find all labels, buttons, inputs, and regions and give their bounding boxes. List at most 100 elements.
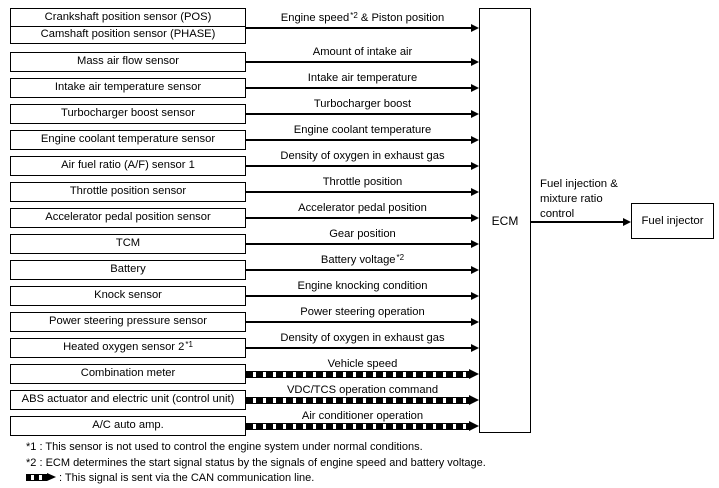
signal-text: VDC/TCS operation command	[286, 384, 439, 396]
signal-text: Battery voltage	[320, 254, 396, 266]
arrow-shaft	[531, 221, 624, 223]
source-box-label: A/C auto amp.	[11, 417, 245, 435]
signal-text: Vehicle speed	[327, 358, 398, 370]
output-signal-line-3: control	[540, 208, 575, 220]
source-box-label: Crankshaft position sensor (POS)	[11, 9, 245, 26]
source-box-text: TCM	[115, 237, 141, 250]
signal-label: Engine coolant temperature	[246, 123, 479, 137]
source-box: Accelerator pedal position sensor	[10, 208, 246, 228]
arrowhead-icon	[471, 110, 479, 118]
arrowhead-icon	[469, 421, 479, 431]
source-box-text: Intake air temperature sensor	[54, 81, 202, 94]
arrow-shaft	[246, 243, 472, 245]
source-box-label: Air fuel ratio (A/F) sensor 1	[11, 157, 245, 175]
source-box-label: Knock sensor	[11, 287, 245, 305]
signal-text: Gear position	[329, 228, 396, 240]
source-box: Turbocharger boost sensor	[10, 104, 246, 124]
signal-text: Throttle position	[322, 176, 403, 188]
source-box: Crankshaft position sensor (POS)Camshaft…	[10, 8, 246, 44]
arrow-shaft	[246, 295, 472, 297]
source-box-label: Camshaft position sensor (PHASE)	[11, 25, 245, 44]
arrow-shaft	[246, 139, 472, 141]
source-box-label: Battery	[11, 261, 245, 279]
can-dashed-arrow-icon	[26, 473, 57, 482]
signal-arrow	[246, 265, 479, 275]
arrow-shaft	[246, 321, 472, 323]
signal-label: Amount of intake air	[246, 45, 479, 59]
footnote-marker: *1	[185, 339, 193, 349]
signal-label: Engine knocking condition	[246, 279, 479, 293]
footnote-2: *2 : ECM determines the start signal sta…	[26, 456, 486, 469]
source-box: Power steering pressure sensor	[10, 312, 246, 332]
source-box-text: Engine coolant temperature sensor	[40, 133, 216, 146]
arrowhead-icon	[471, 240, 479, 248]
source-box: TCM	[10, 234, 246, 254]
signal-arrow	[246, 369, 479, 379]
signal-label: VDC/TCS operation command	[246, 383, 479, 397]
signal-label: Accelerator pedal position	[246, 201, 479, 215]
signal-arrow	[246, 135, 479, 145]
fuel-injector-label: Fuel injector	[641, 215, 704, 227]
signal-text: Power steering operation	[300, 306, 425, 318]
source-box-text: Heated oxygen sensor 2	[63, 341, 185, 354]
signal-label: Density of oxygen in exhaust gas	[246, 149, 479, 163]
signal-label: Turbocharger boost	[246, 97, 479, 111]
signal-arrow	[246, 291, 479, 301]
signal-arrow	[246, 395, 479, 405]
signal-text: Engine speed	[280, 12, 350, 24]
signal-label: Gear position	[246, 227, 479, 241]
source-box-label: Accelerator pedal position sensor	[11, 209, 245, 227]
arrow-shaft	[246, 87, 472, 89]
signal-arrow	[246, 213, 479, 223]
source-box-text: A/C auto amp.	[92, 419, 164, 432]
output-signal-line-1: Fuel injection &	[540, 178, 618, 190]
footnote-1: *1 : This sensor is not used to control …	[26, 441, 423, 453]
signal-text: Density of oxygen in exhaust gas	[280, 150, 445, 162]
signal-text: Engine knocking condition	[297, 280, 428, 292]
source-box-label: Mass air flow sensor	[11, 53, 245, 71]
arrow-shaft	[246, 422, 470, 430]
signal-arrow	[246, 23, 479, 33]
arrowhead-icon	[471, 162, 479, 170]
arrow-shaft	[246, 396, 470, 404]
output-signal-label: Fuel injection & mixture ratio control	[540, 177, 650, 222]
signal-text: Intake air temperature	[307, 72, 418, 84]
arrow-shaft	[246, 217, 472, 219]
source-box: Knock sensor	[10, 286, 246, 306]
signal-arrow	[246, 317, 479, 327]
source-box-text: Turbocharger boost sensor	[61, 107, 195, 120]
signal-label: Engine speed*2 & Piston position	[246, 11, 479, 25]
source-box-text: Knock sensor	[94, 289, 162, 302]
output-arrow	[531, 217, 631, 227]
arrow-shaft	[246, 165, 472, 167]
signal-arrow	[246, 109, 479, 119]
source-box: Throttle position sensor	[10, 182, 246, 202]
arrowhead-icon	[471, 318, 479, 326]
signal-arrow	[246, 343, 479, 353]
signal-text: Air conditioner operation	[301, 410, 424, 422]
source-box-label: ABS actuator and electric unit (control …	[11, 391, 245, 409]
source-box: Battery	[10, 260, 246, 280]
arrowhead-icon	[623, 218, 631, 226]
source-box-text: Power steering pressure sensor	[49, 315, 207, 328]
source-box-text: Battery	[110, 263, 146, 276]
source-box: ABS actuator and electric unit (control …	[10, 390, 246, 410]
source-box-text: ABS actuator and electric unit (control …	[21, 393, 235, 406]
signal-text: Turbocharger boost	[313, 98, 412, 110]
arrowhead-icon	[471, 344, 479, 352]
ecm-box: ECM	[479, 8, 531, 433]
arrowhead-icon	[471, 84, 479, 92]
signal-arrow	[246, 239, 479, 249]
arrowhead-icon	[471, 266, 479, 274]
arrow-shaft	[246, 370, 470, 378]
source-box-label: Intake air temperature sensor	[11, 79, 245, 97]
arrowhead-icon	[471, 188, 479, 196]
source-box-text: Air fuel ratio (A/F) sensor 1	[61, 159, 195, 172]
arrow-shaft	[246, 269, 472, 271]
source-box: A/C auto amp.	[10, 416, 246, 436]
signal-label: Intake air temperature	[246, 71, 479, 85]
signal-arrow	[246, 83, 479, 93]
source-box-label: Heated oxygen sensor 2*1	[11, 339, 245, 357]
footnote-can-text: : This signal is sent via the CAN commun…	[59, 472, 315, 484]
